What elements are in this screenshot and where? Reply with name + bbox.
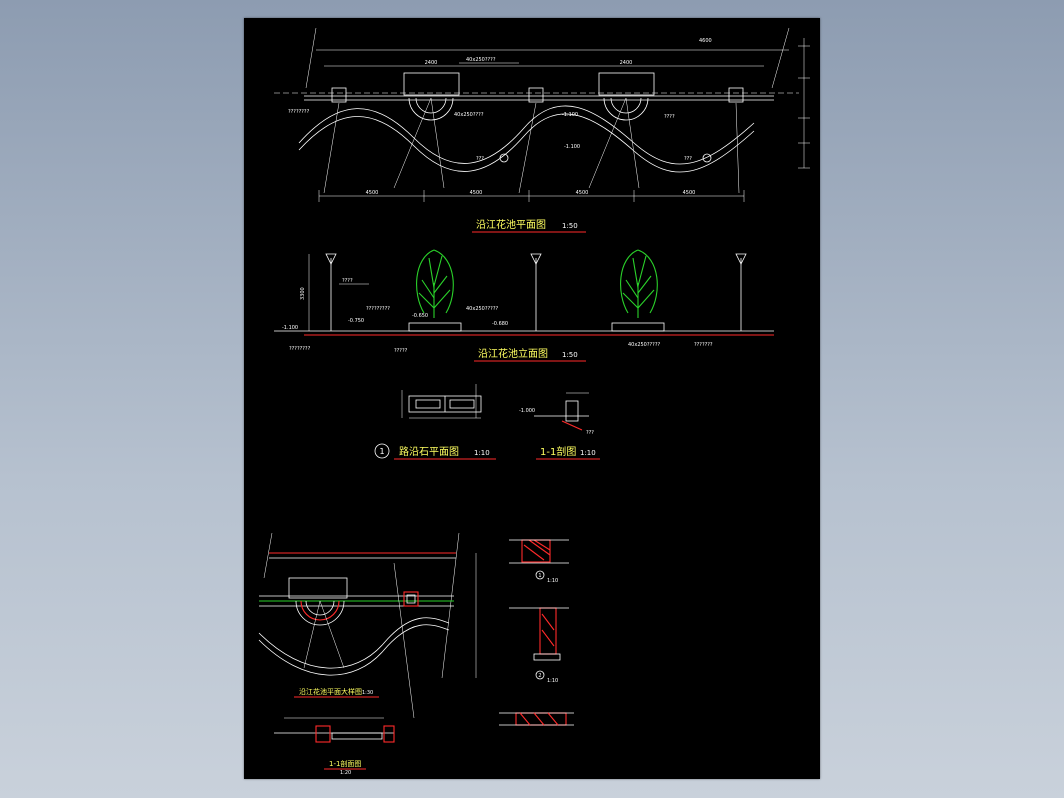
elev-level-a: -1.100 (282, 325, 298, 331)
detail-plan-title: 沿江花池平面大样图 (299, 687, 362, 696)
plan-note-a: 40x250???? (466, 57, 496, 63)
section-note: ??? (586, 430, 594, 436)
detail-section-scale: 1:20 (340, 770, 351, 776)
dim-4600: 4600 (699, 38, 712, 44)
plan-scale: 1:50 (562, 222, 578, 230)
elev-note-a: ???? (342, 278, 353, 284)
cad-drawing: 4500 4500 4500 4500 2400 2400 4600 40x25… (258, 27, 810, 776)
detail1-marker: 1 (538, 573, 541, 579)
plan-note-b: 40x250???? (454, 112, 484, 118)
section-title: 1-1剖图 (540, 445, 576, 458)
detail-section-title: 1-1剖面图 (329, 759, 361, 768)
dim-2400-a: 2400 (425, 60, 438, 66)
detail1-scale: 1:10 (547, 578, 558, 584)
elev-note-g: ??????? (694, 342, 713, 348)
curb-stone-plan: 1 路沿石平面图 1:10 (374, 384, 496, 460)
tree-left (416, 249, 454, 318)
curb-title: 路沿石平面图 (399, 445, 459, 458)
elevation-title: 沿江花池立面图 (478, 347, 548, 360)
dim-4500-b: 4500 (470, 190, 483, 196)
dim-4500-c: 4500 (576, 190, 589, 196)
elev-note-e: ???????? (289, 346, 311, 352)
elev-level-d: -0.680 (492, 321, 508, 327)
curb-marker: 1 (379, 447, 384, 456)
drawing-sheet: 4500 4500 4500 4500 2400 2400 4600 40x25… (244, 18, 820, 779)
detail2-marker: 2 (538, 673, 541, 679)
elev-note-d: ????? (394, 348, 408, 354)
elev-level-c: -0.650 (412, 313, 428, 319)
plan-level-a: -1.100 (562, 112, 578, 118)
elevation-scale: 1:50 (562, 351, 578, 359)
elev-note-b: ????????? (366, 306, 390, 312)
detail-plan: 沿江花池平面大样图 1:30 (258, 532, 460, 719)
flower-bed-plan: 4500 4500 4500 4500 2400 2400 4600 40x25… (274, 27, 810, 233)
section-1-1: -1.000 ??? 1-1剖图 1:10 (519, 392, 600, 460)
dim-4500-d: 4500 (683, 190, 696, 196)
dim-4500-a: 4500 (366, 190, 379, 196)
detail2-scale: 1:10 (547, 678, 558, 684)
plan-note-e: ??? (476, 156, 484, 162)
detail-1: 1 1:10 (475, 539, 569, 678)
detail-2: 2 1:10 (509, 607, 569, 684)
elev-dim-height: 3300 (300, 287, 306, 300)
plan-note-f: ??? (684, 156, 692, 162)
curb-scale: 1:10 (474, 449, 490, 457)
elev-note-c: 40x250????? (466, 306, 498, 312)
section-level: -1.000 (519, 408, 535, 414)
elev-note-f: 40x250????? (628, 342, 660, 348)
plan-note-d: ???????? (288, 109, 310, 115)
flower-bed-elevation: 3300 ???? ????????? 40x250????? ????? ??… (274, 249, 774, 362)
plan-level-b: -1.100 (564, 144, 580, 150)
detail-3 (499, 712, 574, 726)
detail-section: 1-1剖面图 1:20 (274, 717, 395, 776)
elev-level-b: -0.750 (348, 318, 364, 324)
plan-title: 沿江花池平面图 (476, 218, 546, 231)
dim-2400-b: 2400 (620, 60, 633, 66)
section-scale: 1:10 (580, 449, 596, 457)
tree-right (620, 249, 658, 318)
detail-plan-scale: 1:30 (362, 690, 373, 696)
curb-marker-circle (374, 443, 390, 459)
plan-note-g: ???? (664, 114, 675, 120)
